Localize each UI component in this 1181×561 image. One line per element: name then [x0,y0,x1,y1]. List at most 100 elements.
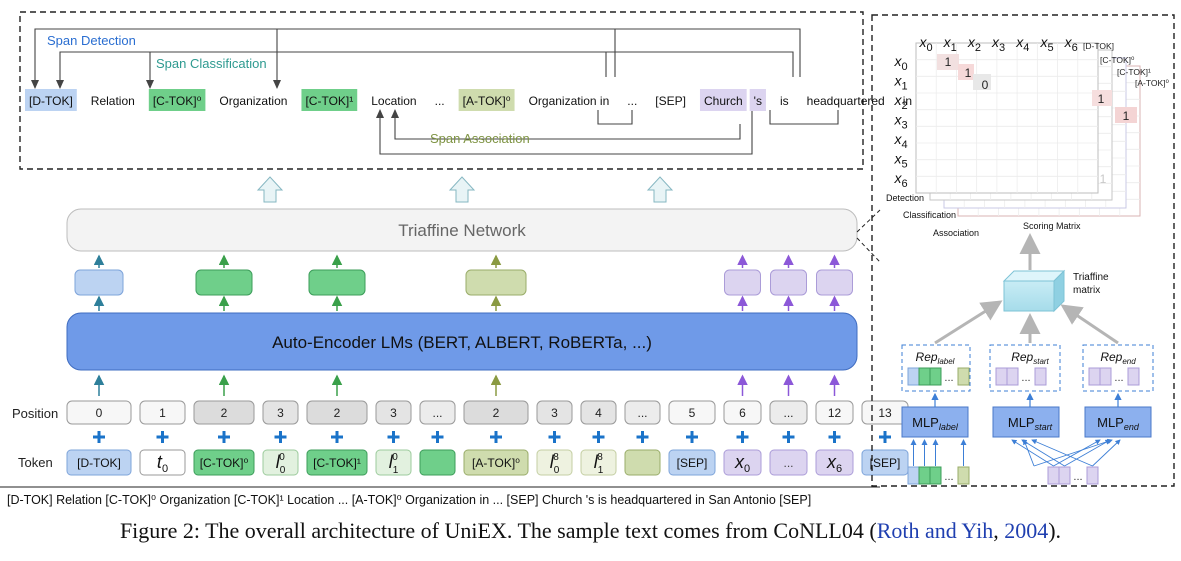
mlp-inputs: ...... [907,438,1121,485]
mlp-box [1084,406,1152,438]
plus-sign [828,431,841,443]
matrix-row-label: x3 [893,112,907,132]
position-value: 5 [689,406,696,420]
position-cell [463,400,529,425]
token-cell [306,449,368,476]
rep-cell [1034,367,1047,386]
position-value: ... [783,406,793,420]
seq-token: ... [435,94,445,108]
plus-sign [274,431,287,443]
rep-title: Replabel [916,350,955,366]
panel-link-lower [856,237,881,263]
matrix-highlight [1115,107,1137,123]
position-cell [723,400,762,425]
token-cell [723,449,762,476]
seq-token: [SEP] [655,94,686,108]
rep-cell [929,367,942,386]
matrix-tag-label: [C-TOK]¹ [1117,67,1151,77]
position-cell [536,400,573,425]
matrix-row-label: x5 [893,151,907,171]
token-cell [463,449,529,476]
position-value: 6 [739,406,746,420]
caption-cite[interactable]: Roth and Yih [876,518,994,543]
seq-token: Relation [91,94,135,108]
rep-group-frame [901,344,971,392]
token-text: [C-TOK]⁰ [200,456,249,470]
mlp-label-input-cell [907,466,920,485]
matrix-tag-label: [D-TOK] [1083,41,1114,51]
token-cell [66,449,132,476]
caption-text: Figure 2: The overall architecture of Un… [119,518,877,543]
figure-caption: Figure 2: The overall architecture of Un… [0,518,1181,544]
position-cell [375,400,412,425]
matrix-cell-value: 1 [1123,109,1130,123]
rep-ellipsis: ... [1114,372,1123,384]
position-value: ... [637,406,647,420]
matrix-row-label: x6 [893,170,907,190]
flow-arrows [93,254,840,396]
rep-ellipsis: ... [1021,372,1030,384]
up-arrow [256,176,284,203]
matrix-cell-value: 0 [982,78,989,92]
encoder-label: Auto-Encoder LMs (BERT, ALBERT, RoBERTa,… [272,333,652,352]
caption-cite-year[interactable]: 2004 [1004,518,1049,543]
rep-box [724,269,761,296]
token-cell [815,449,854,476]
token-text: [C-TOK]¹ [313,456,361,470]
top-panel-frame [19,11,864,170]
token-text: [SEP] [870,456,901,470]
matrix-cell-value: 1 [1100,172,1107,186]
caption-cite-sep: , [993,518,1005,543]
matrix-row-label: x0 [893,53,907,73]
position-cell [139,400,186,425]
matrix-row-label: x4 [893,131,907,151]
token-text: [SEP] [677,456,708,470]
rep-ellipsis: ... [944,372,953,384]
position-value: 12 [828,406,842,420]
rep-cell [1099,367,1112,386]
position-cell [66,400,132,425]
rep-label-arrow [934,300,1003,345]
position-value: 3 [551,406,558,420]
seq-token: [A-TOK]⁰ [463,94,511,108]
seq-token-bg [25,89,77,111]
caption-end: ). [1048,518,1062,543]
token-ellipsis: ... [783,456,793,470]
matrix-highlight [958,64,974,80]
seq-token-bg [301,89,358,111]
matrix-cell-value: 1 [945,55,952,69]
seq-token: is [780,94,789,108]
token-cell [536,449,573,476]
mlp-span-input-arrow [1053,439,1101,467]
rep-box [195,269,253,296]
position-value: 2 [493,406,500,420]
seq-token-bg [458,89,515,111]
rep-cell [1088,367,1101,386]
matrix-highlight [973,74,991,90]
position-cell [769,400,808,425]
position-value: 3 [277,406,284,420]
token-representations [74,269,853,296]
rep-cell [1127,367,1140,386]
triaffine-network-box [66,208,858,252]
plus-sign [592,431,605,443]
mlp-input-ellipsis: ... [1073,471,1082,483]
mlp-input-ellipsis: ... [944,471,953,483]
encoder-box [66,312,858,371]
position-row-label: Position [12,406,58,421]
mlp-span-input-cell [1086,466,1099,485]
mlp-span-input-arrow [1033,438,1113,467]
span-connectors [34,28,839,155]
plus-sign [782,431,795,443]
mlp-box [901,406,969,438]
seq-token: headquartered [807,94,885,108]
plus-sign [387,431,400,443]
mlp-label-input-cell [929,466,942,485]
mlp-span-input-arrow [1021,439,1065,467]
matrix-highlight [1092,90,1112,106]
position-value: 1 [159,406,166,420]
seq-token: [C-TOK]¹ [305,94,353,108]
